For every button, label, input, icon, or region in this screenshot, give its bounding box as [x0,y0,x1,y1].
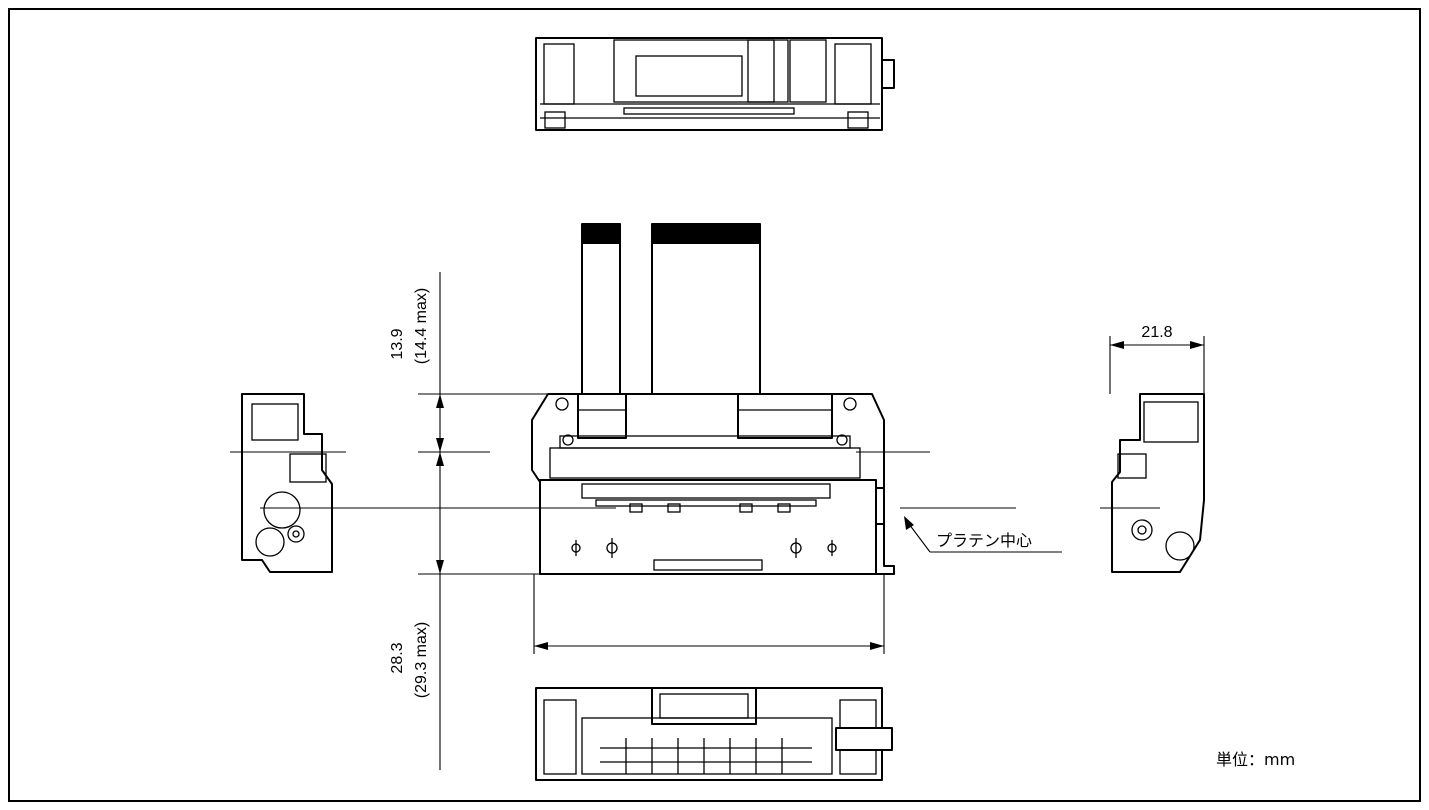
front-view [531,223,895,575]
left-side-view [241,393,333,573]
platen-center-label: プラテン中心 [936,531,1032,550]
mount-hole-marks [571,538,837,558]
unit-label: 単位：mm [1216,750,1295,769]
width-dimension [533,574,885,654]
bottom-height-label: 28.3 [389,642,406,673]
bottom-height-max-label: (29.3 max) [413,622,430,698]
vertical-dimensions [418,272,560,770]
center-lines [230,451,1160,509]
bottom-view [535,687,893,781]
platen-center-leader [904,516,1062,553]
top-height-label: 13.9 [389,328,406,359]
drawing-frame [8,8,1421,802]
top-height-max-label: (14.4 max) [413,288,430,364]
depth-dimension [1109,336,1205,394]
top-view [535,37,895,131]
right-side-view [1111,393,1205,573]
bottom-view-grid [600,738,812,774]
depth-label: 21.8 [1141,324,1172,341]
